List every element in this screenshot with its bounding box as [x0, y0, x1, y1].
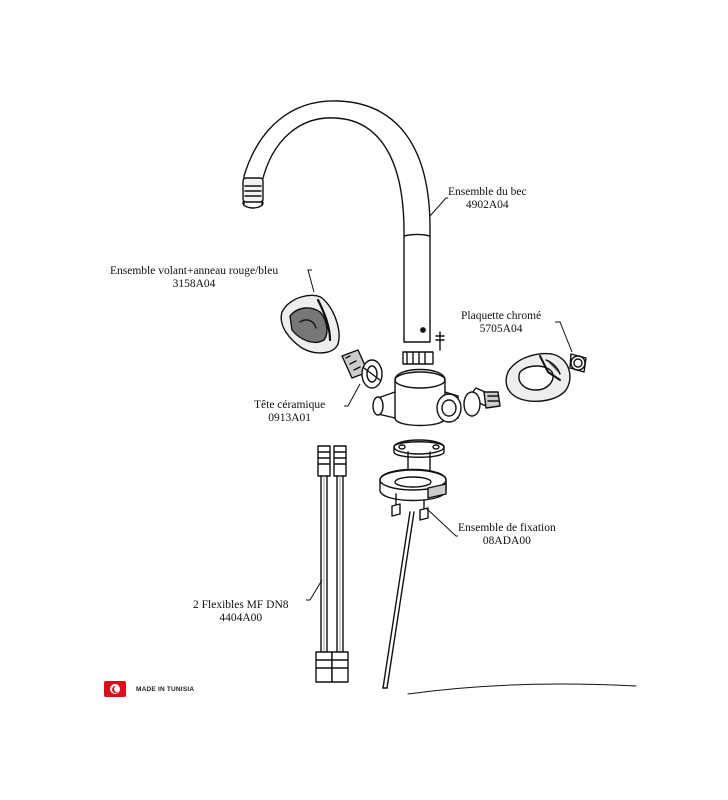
- spout-assembly: [242, 100, 431, 343]
- fixing-label: Ensemble de fixation 08ADA00: [458, 522, 556, 548]
- fixing-label-code: 08ADA00: [482, 535, 531, 547]
- spout-label: Ensemble du bec 4902A04: [448, 186, 527, 212]
- tunisia-flag-icon: [104, 681, 126, 697]
- chrome-plate: [569, 353, 587, 373]
- handle-label-code: 3158A04: [172, 278, 216, 290]
- hoses-label-name: 2 Flexibles MF DN8: [193, 599, 289, 611]
- hoses-label-code: 4404A00: [219, 612, 263, 624]
- right-handle: [505, 352, 571, 402]
- leader-lines: [306, 197, 573, 601]
- handle-label-name: Ensemble volant+anneau rouge/bleu: [110, 265, 279, 277]
- plate-label: Plaquette chromé 5705A04: [461, 310, 541, 336]
- made-in-badge: MADE IN TUNISIA: [104, 680, 194, 698]
- made-in-text: MADE IN TUNISIA: [136, 685, 195, 693]
- left-ceramic-head: [341, 349, 383, 389]
- ceramic-label-name: Tête céramique: [254, 399, 326, 411]
- hoses-label: 2 Flexibles MF DN8 4404A00: [193, 599, 289, 625]
- fixing-label-name: Ensemble de fixation: [458, 522, 556, 534]
- right-ceramic-head: [463, 387, 501, 417]
- spout-label-code: 4902A04: [465, 199, 509, 211]
- handle-label: Ensemble volant+anneau rouge/bleu 3158A0…: [110, 265, 278, 291]
- ground-line: [407, 683, 637, 695]
- plate-label-code: 5705A04: [479, 323, 523, 335]
- spout-label-name: Ensemble du bec: [448, 186, 527, 198]
- ceramic-label: Tête céramique 0913A01: [254, 399, 325, 425]
- flexible-hoses: [315, 445, 349, 683]
- ceramic-label-code: 0913A01: [268, 412, 311, 424]
- mixer-body: [372, 331, 462, 427]
- plate-label-name: Plaquette chromé: [461, 310, 542, 322]
- left-handle: [280, 294, 340, 354]
- fixing-assembly: [379, 439, 447, 689]
